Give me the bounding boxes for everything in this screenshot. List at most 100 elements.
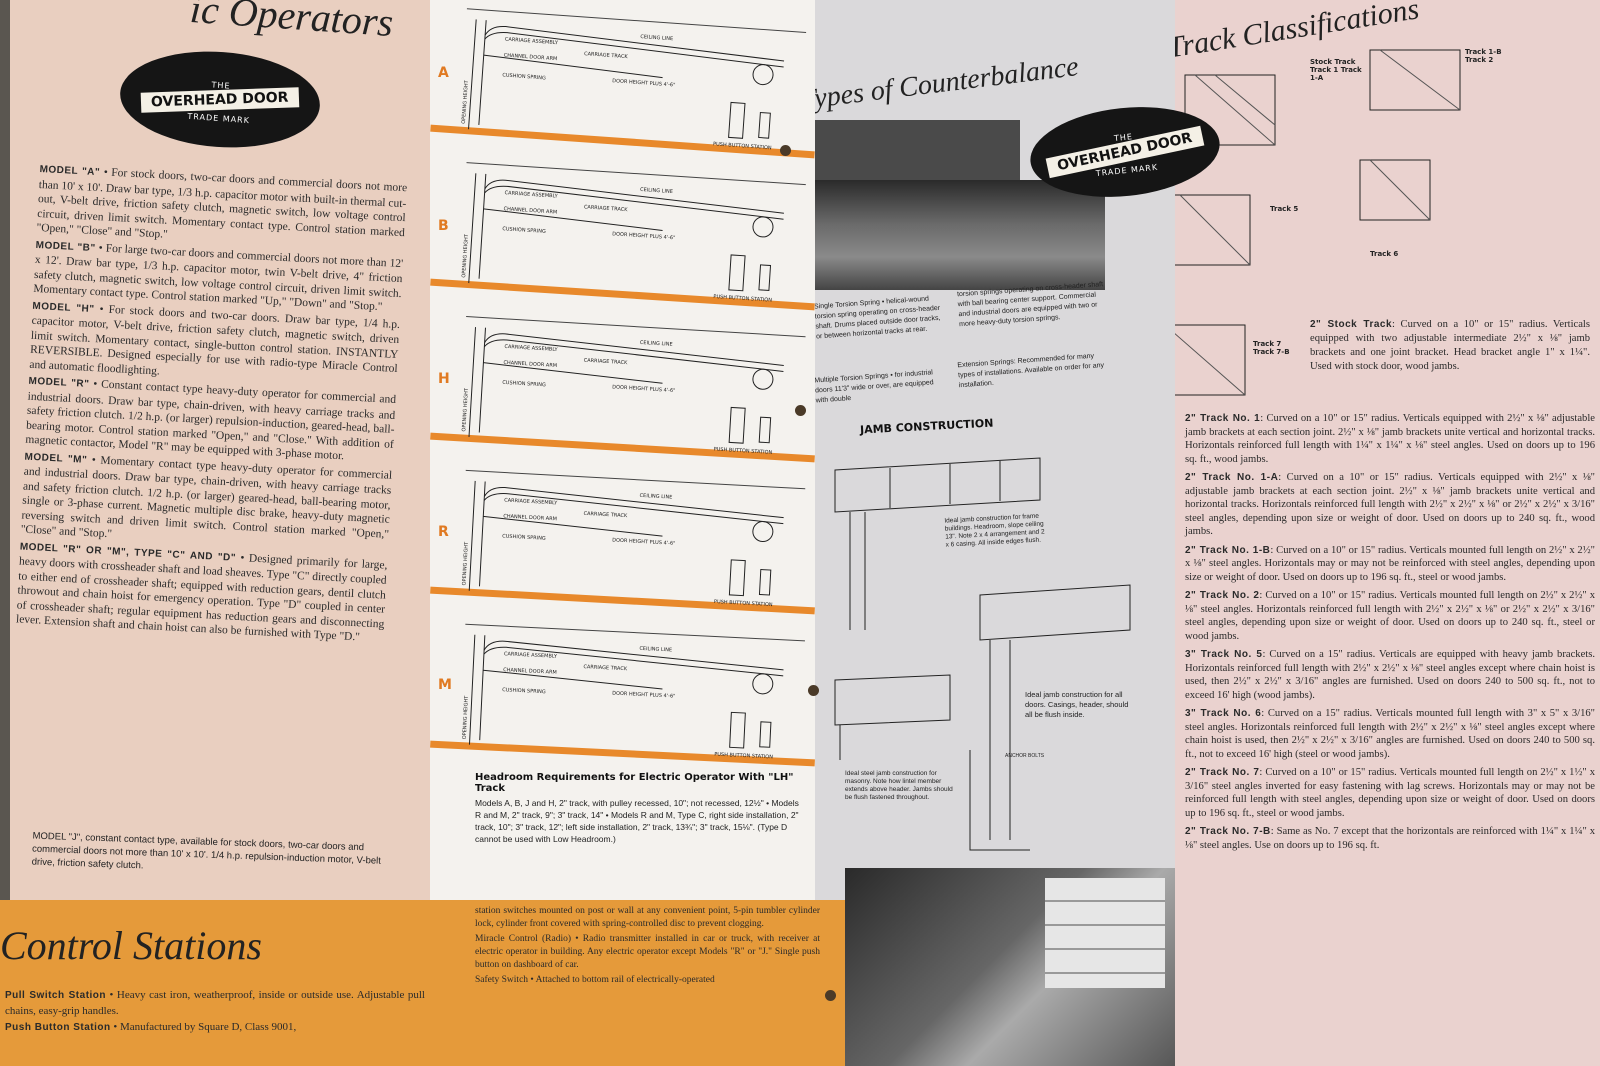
track-description: 3" Track No. 5: Curved on a 15" radius. … (1185, 649, 1595, 701)
jamb-all-caption: Ideal jamb construction for all doors. C… (1025, 690, 1129, 719)
diagram-page: A CEILING LINE OPENING HEIGHT CARRIAGE A… (430, 0, 815, 1066)
track-text: Curved on a 10" or 15" radius. Verticals… (1185, 413, 1595, 465)
track-name: 2" Track No. 1 (1185, 413, 1261, 424)
arm-label: CHANNEL DOOR ARM (503, 206, 557, 215)
jamb-frame-caption: Ideal jamb construction for frame buildi… (944, 512, 1045, 549)
model-j-note: MODEL "J", constant contact type, availa… (31, 830, 382, 872)
ceiling-line-label: CEILING LINE (639, 646, 672, 654)
carriage-label: CARRIAGE ASSEMBLY (504, 190, 558, 199)
page-title: ic Operators (188, 0, 395, 46)
track-label: CARRIAGE TRACK (584, 358, 629, 367)
opening-height-label: OPENING HEIGHT (461, 387, 470, 432)
model-description: MODEL "M" • Momentary contact type heavy… (20, 451, 393, 541)
model-text: Constant contact type heavy-duty operato… (25, 378, 397, 463)
spring-label: CUSHION SPRING (502, 533, 546, 541)
opening-height-label: OPENING HEIGHT (461, 233, 470, 278)
item-name: Push Button Station (5, 1022, 111, 1033)
model-letter: A (438, 65, 449, 81)
bottom-text: station switches mounted on post or wall… (475, 905, 820, 989)
model-description: MODEL "R" OR "M", TYPE "C" AND "D" • Des… (15, 540, 388, 644)
track-description: 3" Track No. 6: Curved on a 15" radius. … (1185, 708, 1596, 760)
jamb-diagram (834, 457, 1131, 851)
carriage-label: CARRIAGE ASSEMBLY (505, 37, 559, 47)
binder-hole (825, 990, 836, 1001)
garage-door-photo (1045, 878, 1165, 988)
model-name: MODEL "H" (32, 300, 95, 315)
model-text: For stock doors, two-car doors and comme… (36, 166, 408, 241)
track-description: 2" Track No. 7-B: Same as No. 7 except t… (1185, 826, 1595, 851)
track-text: Curved on a 10" or 15" radius. Verticals… (1185, 472, 1595, 537)
headroom-title: Headroom Requirements for Electric Opera… (475, 772, 794, 794)
binder-hole (808, 685, 819, 696)
track-label: CARRIAGE TRACK (583, 511, 628, 519)
ceiling-line-label: CEILING LINE (640, 187, 673, 195)
diagram-label: Track 1-B Track 2 (1465, 48, 1502, 64)
models-list: MODEL "A" • For stock doors, two-car doo… (16, 162, 408, 648)
track-text: Curved on a 10" or 15" radius. Verticals… (1185, 590, 1595, 642)
anchor-bolts-label: ANCHOR BOLTS (1005, 753, 1045, 759)
item-text: Heavy cast iron, weatherproof, inside or… (5, 989, 425, 1017)
lock-station-text: station switches mounted on post or wall… (475, 906, 820, 929)
push-label: PUSH BUTTON STATION (713, 446, 772, 455)
track-label: CARRIAGE TRACK (584, 51, 629, 60)
safety-switch-text: Safety Switch • Attached to bottom rail … (475, 975, 715, 985)
model-name: MODEL "R" (28, 375, 90, 390)
door-photo-top (815, 120, 1020, 180)
logo-trademark: TRADE MARK (187, 111, 251, 125)
item-text: Manufactured by Square D, Class 9001, (119, 1021, 297, 1033)
plus-label: DOOR HEIGHT PLUS 4'-6" (612, 691, 675, 700)
counterbalance-title: Types of Counterbalance (815, 51, 1081, 116)
track-name: 3" Track No. 6 (1185, 708, 1262, 719)
multiple-torsion-text: Multiple Torsion Springs • for industria… (815, 369, 934, 405)
diagram-label: Stock Track Track 1 Track 1-A (1310, 58, 1362, 82)
overhead-door-logo: THE OVERHEAD DOOR TRADE MARK (116, 45, 324, 154)
miracle-control-text: Miracle Control (Radio) • Radio transmit… (475, 934, 820, 970)
carriage-label: CARRIAGE ASSEMBLY (504, 344, 558, 353)
push-label: PUSH BUTTON STATION (714, 752, 773, 761)
track-label: CARRIAGE TRACK (583, 664, 628, 672)
arm-label: CHANNEL DOOR ARM (504, 52, 558, 62)
model-letter: M (438, 677, 452, 693)
track-description: 2" Track No. 1-B: Curved on a 10" or 15"… (1185, 544, 1595, 583)
track-text: Same as No. 7 except that the horizontal… (1185, 826, 1595, 851)
control-stations-band: Control Stations Pull Switch Station • H… (0, 900, 845, 1066)
model-letter: H (438, 371, 450, 387)
plus-label: DOOR HEIGHT PLUS 4'-6" (612, 384, 676, 394)
plus-label: DOOR HEIGHT PLUS 4'-6" (612, 537, 676, 546)
control-items: Pull Switch Station • Heavy cast iron, w… (5, 988, 425, 1038)
logo-text: OVERHEAD DOOR (140, 86, 300, 113)
track-description: 2" Track No. 1: Curved on a 10" or 15" r… (1185, 413, 1595, 465)
track-classifications-page: Track Classifications Stock Track Track … (1175, 0, 1600, 1066)
opening-height-label: OPENING HEIGHT (462, 541, 470, 586)
jamb-steel-caption: Ideal steel jamb construction for masonr… (845, 770, 953, 801)
track-description: 2" Track No. 1-A: Curved on a 10" or 15"… (1185, 472, 1595, 537)
extension-springs-text: Extension Springs: Recommended for many … (957, 352, 1105, 390)
carriage-label: CARRIAGE ASSEMBLY (504, 651, 558, 660)
operator-diagram: CEILING LINE OPENING HEIGHT CARRIAGE ASS… (459, 623, 805, 771)
tracks-list-first: 2" Stock Track: Curved on a 10" or 15" r… (1310, 318, 1590, 379)
opening-height-label: OPENING HEIGHT (462, 695, 470, 740)
arm-label: CHANNEL DOOR ARM (503, 514, 557, 523)
ceiling-line-label: CEILING LINE (639, 493, 672, 501)
plus-label: DOOR HEIGHT PLUS 4'-6" (612, 231, 676, 241)
headroom-section: Headroom Requirements for Electric Opera… (475, 772, 805, 845)
ceiling-line-label: CEILING LINE (640, 340, 673, 348)
spring-label: CUSHION SPRING (502, 380, 546, 389)
track-description: 2" Stock Track: Curved on a 10" or 15" r… (1310, 319, 1590, 372)
logo-the: THE (211, 79, 231, 91)
operators-page: ic Operators THE OVERHEAD DOOR TRADE MAR… (10, 0, 430, 1066)
track-text: Curved on a 15" radius. Verticals mounte… (1185, 708, 1596, 760)
headroom-text: Models A, B, J and H, 2" track, with pul… (475, 798, 799, 844)
model-name: MODEL "A" (39, 163, 101, 179)
track-name: 2" Track No. 1-A (1185, 472, 1279, 483)
jamb-title: JAMB CONSTRUCTION (859, 416, 994, 437)
track-text: Curved on a 10" or 15" radius. Verticals… (1185, 767, 1595, 819)
model-letter: B (438, 218, 449, 234)
model-text: Momentary contact type heavy-duty operat… (20, 454, 393, 541)
torsion-spring-photo (815, 180, 1105, 290)
control-stations-title: Control Stations (0, 923, 262, 968)
spring-label: CUSHION SPRING (502, 687, 546, 695)
tracks-list: 2" Track No. 1: Curved on a 10" or 15" r… (1185, 412, 1595, 857)
binder-hole (780, 145, 791, 156)
model-name: MODEL "M" (24, 451, 88, 466)
